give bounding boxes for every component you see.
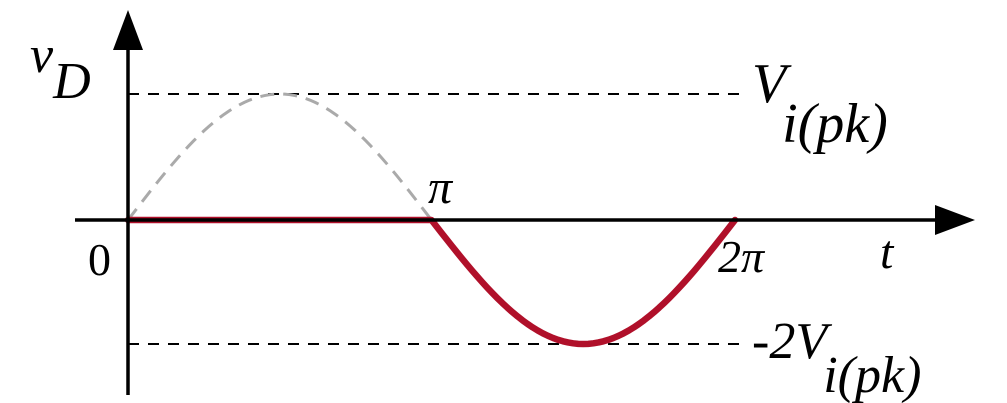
ref-label-neg2vpk: -2Vi(pk): [752, 313, 921, 403]
tick-label-2pi: 2π: [718, 231, 766, 282]
ref-label-vpk: Vi(pk): [752, 53, 888, 155]
x-axis-label: t: [880, 226, 895, 279]
y-axis-arrow: [113, 10, 143, 50]
y-axis-label: vD: [30, 27, 91, 110]
dashed-input-sine: [126, 92, 433, 221]
x-axis-arrow: [935, 205, 975, 235]
origin-label: 0: [88, 234, 111, 285]
diode-voltage-curve: [124, 216, 739, 348]
tick-label-pi: π: [428, 161, 454, 214]
